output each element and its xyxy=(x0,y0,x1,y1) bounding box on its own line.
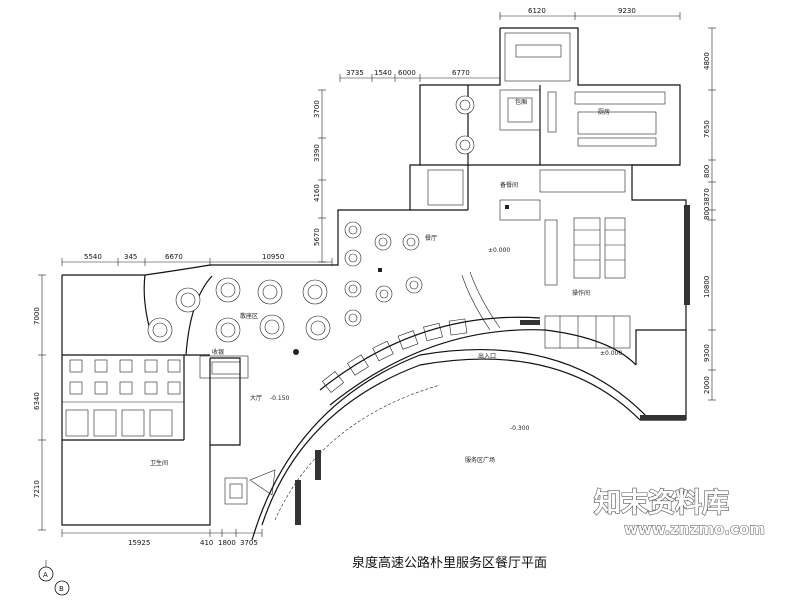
dim-right-8: 2000 xyxy=(703,376,711,394)
label-plaza: 服务区广场 xyxy=(465,456,495,464)
drawing-title: 泉度高速公路朴里服务区餐厅平面 xyxy=(352,555,547,571)
dim-right-4: 3870 xyxy=(703,188,711,206)
dim-bottom-1: 15925 xyxy=(128,539,150,547)
curved-booths xyxy=(321,271,501,393)
dim-left-1: 3700 xyxy=(313,100,321,118)
level-marks: ±0.000 -0.300 -0.150 ±0.000 xyxy=(270,247,622,432)
axis-markers: A B xyxy=(38,560,70,596)
dim-right-3: 800 xyxy=(703,165,711,178)
label-kitchen: 厨房 xyxy=(598,108,610,116)
dim-top-2: 9230 xyxy=(618,7,636,15)
stairs xyxy=(224,469,276,505)
label-operation: 操作间 xyxy=(572,289,590,297)
label-prep: 备餐间 xyxy=(500,181,518,189)
label-toilet: 卫生间 xyxy=(150,459,168,467)
dim-top-7: 5540 xyxy=(84,253,102,261)
dim-right-7: 9300 xyxy=(703,344,711,362)
axis-a-label: A xyxy=(43,571,48,579)
label-dining: 餐厅 xyxy=(425,234,437,242)
level-3: -0.150 xyxy=(270,395,290,402)
kitchen-equipment xyxy=(427,32,666,221)
dim-left-7: 7210 xyxy=(33,480,41,498)
dim-top-6: 6770 xyxy=(452,69,470,77)
level-4: ±0.000 xyxy=(600,350,622,357)
dim-left-6: 6340 xyxy=(33,392,41,410)
dim-bottom-4: 3705 xyxy=(240,539,258,547)
dim-top-8: 345 xyxy=(124,253,137,261)
dim-left-2: 3390 xyxy=(313,144,321,162)
dim-top-10: 10950 xyxy=(262,253,284,261)
dim-top-5: 6000 xyxy=(398,69,416,77)
dim-left-3: 4160 xyxy=(313,184,321,202)
dim-top-1: 6120 xyxy=(528,7,546,15)
service-counters xyxy=(199,355,249,379)
planting-strips xyxy=(295,205,690,525)
dim-right-2: 7650 xyxy=(703,120,711,138)
dining-tables xyxy=(147,221,423,343)
axis-b-label: B xyxy=(59,585,64,593)
exterior-walls xyxy=(61,27,687,526)
label-cashier: 收银 xyxy=(212,348,224,356)
level-1: ±0.000 xyxy=(488,247,510,254)
dimension-lines xyxy=(38,12,716,537)
dim-bottom-2: 410 xyxy=(200,539,213,547)
left-cubicles xyxy=(62,359,184,437)
room-labels: 服务区广场 出入口 厨房 包厢 餐厅 备餐间 收银 操作间 大厅 卫生间 散座区 xyxy=(150,98,610,467)
columns xyxy=(293,205,509,355)
dim-right-1: 4800 xyxy=(703,52,711,70)
dim-bottom-3: 1800 xyxy=(218,539,236,547)
dim-top-3: 3735 xyxy=(346,69,364,77)
dim-right-5: 800 xyxy=(703,207,711,220)
watermark-text: 知末资料库 xyxy=(594,488,729,519)
dim-right-6: 10800 xyxy=(703,276,711,298)
label-entrance: 出入口 xyxy=(478,352,496,360)
label-private-room: 包厢 xyxy=(515,98,527,106)
watermark-url: www.znzmo.com xyxy=(624,520,765,538)
dim-top-4: 1540 xyxy=(374,69,392,77)
level-2: -0.300 xyxy=(510,425,530,432)
dim-left-5: 7000 xyxy=(33,307,41,325)
label-seating: 散座区 xyxy=(240,312,258,320)
label-hall: 大厅 xyxy=(250,394,262,402)
watermark: 知末资料库 www.znzmo.com xyxy=(593,487,765,538)
booth-tables xyxy=(544,217,631,349)
dim-top-9: 6670 xyxy=(165,253,183,261)
dimension-labels: 6120 9230 3735 1540 6000 6770 5540 345 6… xyxy=(33,7,711,547)
dim-left-4: 5670 xyxy=(313,228,321,246)
private-room-tables xyxy=(455,95,475,155)
axis-b-icon xyxy=(54,580,70,596)
